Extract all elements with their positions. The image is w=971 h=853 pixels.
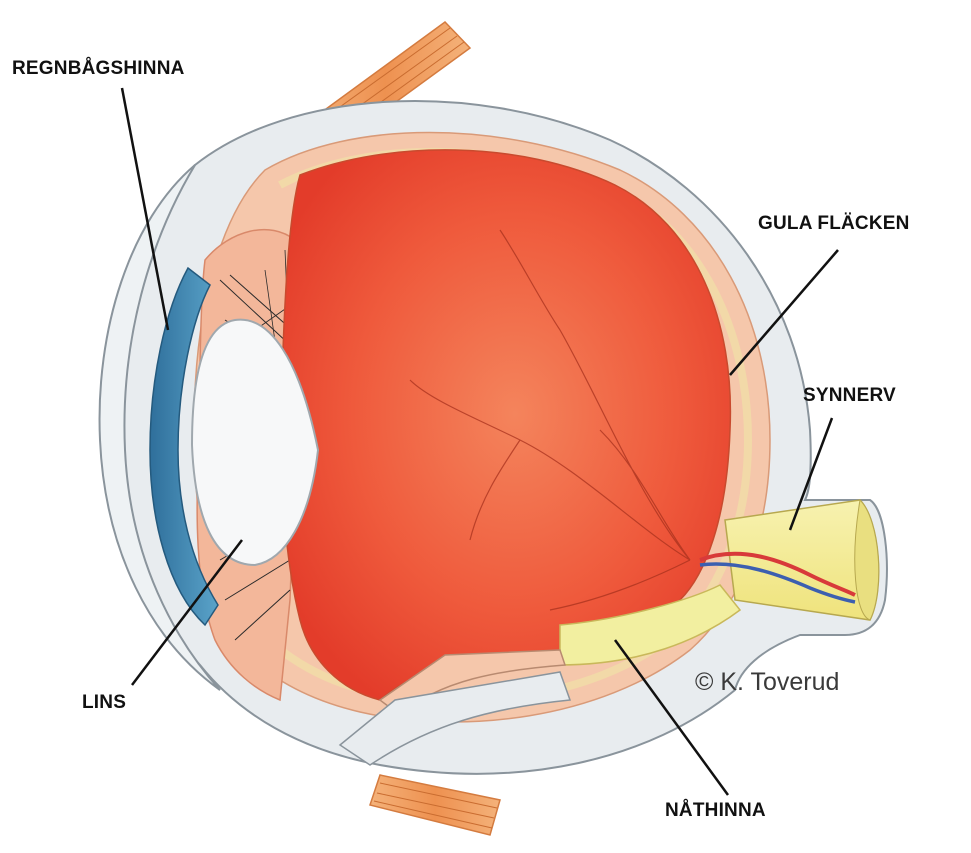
label-retina: NÅTHINNA: [665, 800, 766, 822]
label-macula: GULA FLÄCKEN: [758, 213, 910, 235]
copyright-credit: © K. Toverud: [695, 668, 839, 697]
lower-muscle: [370, 775, 500, 835]
label-optic-nerve: SYNNERV: [803, 385, 896, 407]
label-lens: LINS: [82, 692, 126, 714]
label-iris: REGNBÅGSHINNA: [12, 58, 185, 80]
